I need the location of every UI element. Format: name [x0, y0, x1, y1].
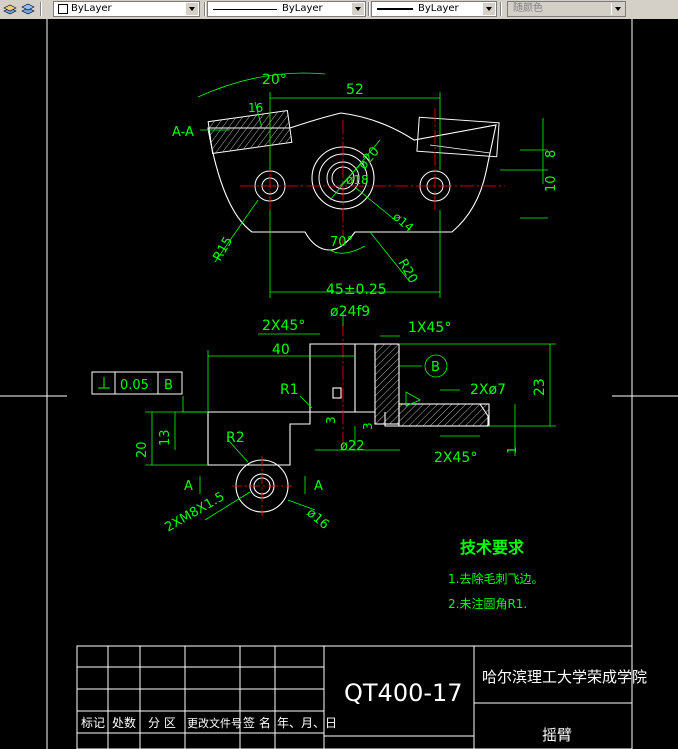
- col-mark: 标记: [81, 716, 105, 730]
- chevron-down-icon: [611, 3, 624, 15]
- notes-line-1: 1.去除毛刺飞边。: [448, 571, 543, 586]
- top-view-dimensions: [197, 72, 548, 298]
- datum-b-label: B: [431, 360, 440, 375]
- toolbar-separator: [500, 2, 502, 16]
- linetype-preview: [213, 9, 277, 10]
- col-docno: 更改文件号: [187, 716, 242, 730]
- dim-3-a: 3: [324, 416, 338, 424]
- lineweight-combo-value: ByLayer: [418, 3, 459, 14]
- geometric-tolerance-frame: 0.05 B: [91, 371, 183, 395]
- dim-13-label: 13: [158, 429, 173, 446]
- color-swatch: [58, 4, 68, 14]
- school-name: 哈尔滨理工大学荣成学院: [482, 668, 647, 686]
- notes-heading: 技术要求: [460, 538, 525, 557]
- front-view: [207, 343, 490, 513]
- hub-section: [374, 343, 400, 425]
- dim-1-label: 1: [505, 446, 519, 454]
- chevron-down-icon[interactable]: [185, 3, 198, 15]
- chamfer-2x45-label: 2X45°: [262, 318, 305, 334]
- r1-label: R1: [280, 382, 299, 398]
- dim-16-leader: [254, 101, 263, 129]
- title-block-frame: [76, 645, 633, 749]
- tol-datum: B: [164, 378, 173, 393]
- dim-20-label: 20: [135, 441, 150, 458]
- dim-16: 16: [248, 101, 263, 115]
- dim-angle-20: 20°: [262, 72, 287, 88]
- r2-label: R2: [226, 430, 245, 446]
- linetype-combo-value: ByLayer: [282, 3, 323, 14]
- col-count: 处数: [112, 715, 136, 730]
- chamfer-2x45-b-label: 2X45°: [434, 450, 477, 466]
- dim-52: 52: [346, 82, 364, 98]
- chevron-down-icon[interactable]: [482, 3, 495, 15]
- dia-16-leader: [287, 499, 316, 511]
- col-sign: 签 名: [243, 715, 271, 730]
- datum-b-circle: [424, 354, 448, 378]
- section-a-left: A: [184, 479, 193, 494]
- toolbar-separator: [368, 2, 370, 16]
- linetype-combo[interactable]: ByLayer: [207, 1, 366, 17]
- thread-leader: [204, 491, 251, 521]
- dim-angle-20-arc: [197, 72, 326, 98]
- layer-previous-icon[interactable]: [20, 1, 36, 17]
- lineweight-combo[interactable]: ByLayer: [371, 1, 497, 17]
- section-a-right: A: [314, 479, 323, 494]
- dim-45-tol: 45±0.25: [326, 282, 387, 298]
- angle-70-label: 70°: [330, 235, 353, 250]
- dim-40-label: 40: [272, 342, 290, 358]
- chamfer-1x45-label: 1X45°: [408, 320, 451, 336]
- model-space-background: [0, 19, 678, 749]
- right-arm-section: [398, 403, 490, 427]
- part-code: QT400-17: [344, 679, 463, 707]
- left-boss-section: [207, 110, 293, 154]
- r2-leader: [227, 439, 249, 463]
- tol-value: 0.05: [120, 378, 149, 393]
- tol-frame-box: [91, 371, 183, 395]
- dim-23-label: 23: [532, 378, 548, 396]
- r15-leader: [214, 199, 259, 263]
- dia-18-label: ø18: [346, 173, 369, 187]
- small-hole-mark: [332, 387, 342, 399]
- dia-24f9-label: ø24f9: [330, 304, 370, 320]
- front-view-dimensions: [145, 312, 556, 521]
- chevron-down-icon[interactable]: [351, 3, 364, 15]
- layer-manager-icon[interactable]: [2, 1, 18, 17]
- plotstyle-combo: 随颜色: [507, 1, 626, 17]
- drawing-canvas[interactable]: 20° 52 A-A 16 8 10 ø20 ø18 ø14 R15 R20 7…: [0, 19, 678, 749]
- title-block: [76, 645, 633, 749]
- toolbar-separator: [40, 2, 42, 16]
- hub-top-bottom: [355, 343, 375, 413]
- angle-70-arc: [329, 245, 366, 254]
- col-zone: 分 区: [148, 716, 176, 730]
- color-combo-value: ByLayer: [71, 3, 112, 14]
- part-name: 摇臂: [542, 726, 572, 744]
- dim-3-b: 3: [361, 422, 375, 430]
- top-view-outline: [207, 112, 497, 251]
- holes-2x7-label: 2Xø7: [470, 382, 506, 398]
- plotstyle-combo-value: 随颜色: [513, 3, 543, 14]
- dia-18-leader: [339, 164, 361, 187]
- r20-leader: [369, 231, 411, 283]
- r1-leader: [299, 395, 313, 409]
- properties-toolbar: ByLayer ByLayer ByLayer 随颜色: [0, 0, 678, 20]
- col-date: 年、月、日: [277, 716, 337, 730]
- dim-10: 10: [544, 175, 559, 192]
- lineweight-preview: [377, 8, 413, 10]
- notes-line-2: 2.未注圆角R1.: [448, 596, 527, 611]
- datum-triangle: [405, 391, 421, 407]
- dim-8: 8: [544, 150, 559, 158]
- right-boss: [416, 116, 500, 158]
- dia-22-label: ø22: [340, 439, 365, 454]
- color-combo[interactable]: ByLayer: [53, 1, 200, 17]
- toolbar-separator: [204, 2, 206, 16]
- dia-14-leader: [355, 187, 396, 221]
- section-label-a-a: A-A: [172, 125, 194, 140]
